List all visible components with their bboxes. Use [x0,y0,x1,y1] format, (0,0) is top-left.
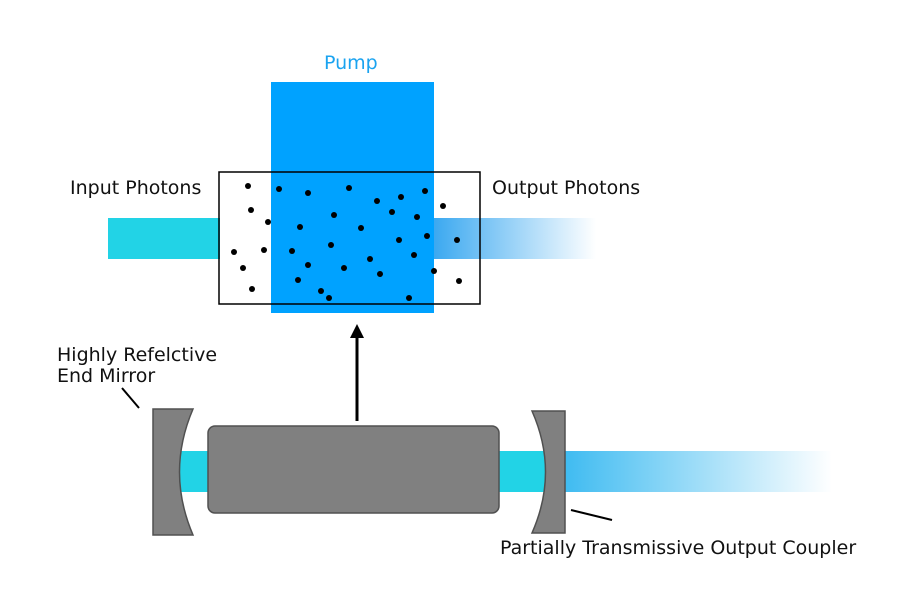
photon-dot [331,212,337,218]
photon-dot [328,242,334,248]
end-mirror-label-line2: End Mirror [57,365,156,387]
photon-dot [374,198,380,204]
photon-dot [305,262,311,268]
photon-dot [326,295,332,301]
laser-housing [207,425,500,514]
output-beam [433,218,596,259]
photon-dots [231,183,462,301]
photon-dot [422,188,428,194]
photon-dot [305,190,311,196]
photon-dot [341,265,347,271]
end-mirror-label-line1: Highly Refelctive [57,344,218,366]
arrow-head [350,324,364,338]
output-coupler [530,410,566,534]
output-coupler-label: Partially Transmissive Output Coupler [500,537,857,559]
pump-block [271,82,434,313]
photon-dot [398,194,404,200]
photon-dot [456,278,462,284]
photon-dot [276,186,282,192]
photon-dot [411,252,417,258]
photon-dot [265,219,271,225]
photon-dot [249,286,255,292]
photon-dot [245,183,251,189]
cavity-beam-output [548,451,832,492]
photon-dot [261,247,267,253]
input-beam [108,218,220,259]
photon-dot [454,237,460,243]
photon-dot [358,225,364,231]
end-mirror [152,408,195,536]
pump-label: Pump [324,52,378,74]
input-photons-label: Input Photons [70,177,202,199]
photon-dot [295,277,301,283]
photon-dot [389,209,395,215]
photon-dot [424,233,430,239]
photon-dot [367,256,373,262]
photon-dot [346,185,352,191]
photon-dot [318,288,324,294]
photon-dot [231,249,237,255]
photon-dot [396,237,402,243]
photon-dot [377,271,383,277]
photon-dot [248,207,254,213]
photon-dot [414,214,420,220]
end-mirror-leader [121,387,140,409]
photon-dot [406,295,412,301]
photon-dot [431,268,437,274]
output-photons-label: Output Photons [492,177,641,199]
photon-dot [297,224,303,230]
output-coupler-leader [570,509,613,521]
photon-dot [440,203,446,209]
end-mirror-label: Highly Refelctive End Mirror [57,345,257,387]
photon-dot [289,248,295,254]
gain-medium-outline [218,171,481,305]
photon-dot [240,265,246,271]
